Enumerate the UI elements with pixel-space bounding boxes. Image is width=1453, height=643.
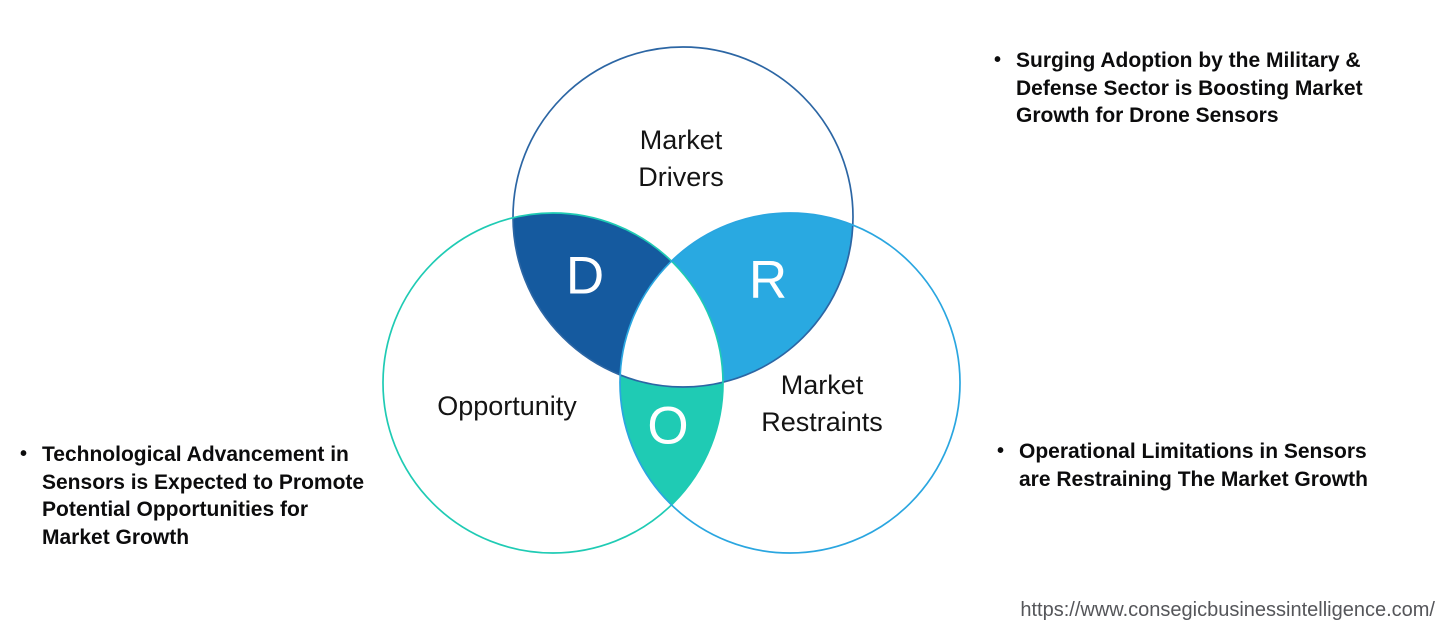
bullet-icon: • [20, 443, 28, 465]
bullet-military-defense: • Surging Adoption by the Military & Def… [994, 47, 1399, 130]
label-opportunity: Opportunity [437, 391, 577, 421]
overlap-letter-o: O [647, 396, 689, 456]
bullet-technological-advancement-text: Technological Advancement in Sensors is … [42, 443, 365, 549]
label-market-drivers-line2: Drivers [638, 162, 724, 192]
bullet-operational-limitations: • Operational Limitations in Sensors are… [997, 438, 1407, 493]
label-market-restraints: Market Restraints [722, 367, 922, 441]
bullet-icon: • [994, 49, 1002, 71]
opportunity-circle-outline [382, 212, 724, 554]
overlap-letter-r: R [748, 250, 788, 310]
label-market-restraints-line1: Market [780, 370, 864, 400]
label-market-restraints-line2: Restraints [761, 407, 883, 437]
restraints-circle-outline [619, 212, 961, 554]
label-market-drivers: Market Drivers [581, 122, 781, 196]
bullet-icon: • [997, 440, 1005, 462]
bullet-military-defense-text: Surging Adoption by the Military & Defen… [1016, 49, 1363, 127]
label-market-drivers-line1: Market [639, 125, 723, 155]
bullet-technological-advancement: • Technological Advancement in Sensors i… [20, 441, 400, 551]
source-url: https://www.consegicbusinessintelligence… [1020, 599, 1435, 621]
bullet-operational-limitations-text: Operational Limitations in Sensors are R… [1019, 440, 1368, 491]
overlap-letter-d: D [565, 246, 605, 306]
